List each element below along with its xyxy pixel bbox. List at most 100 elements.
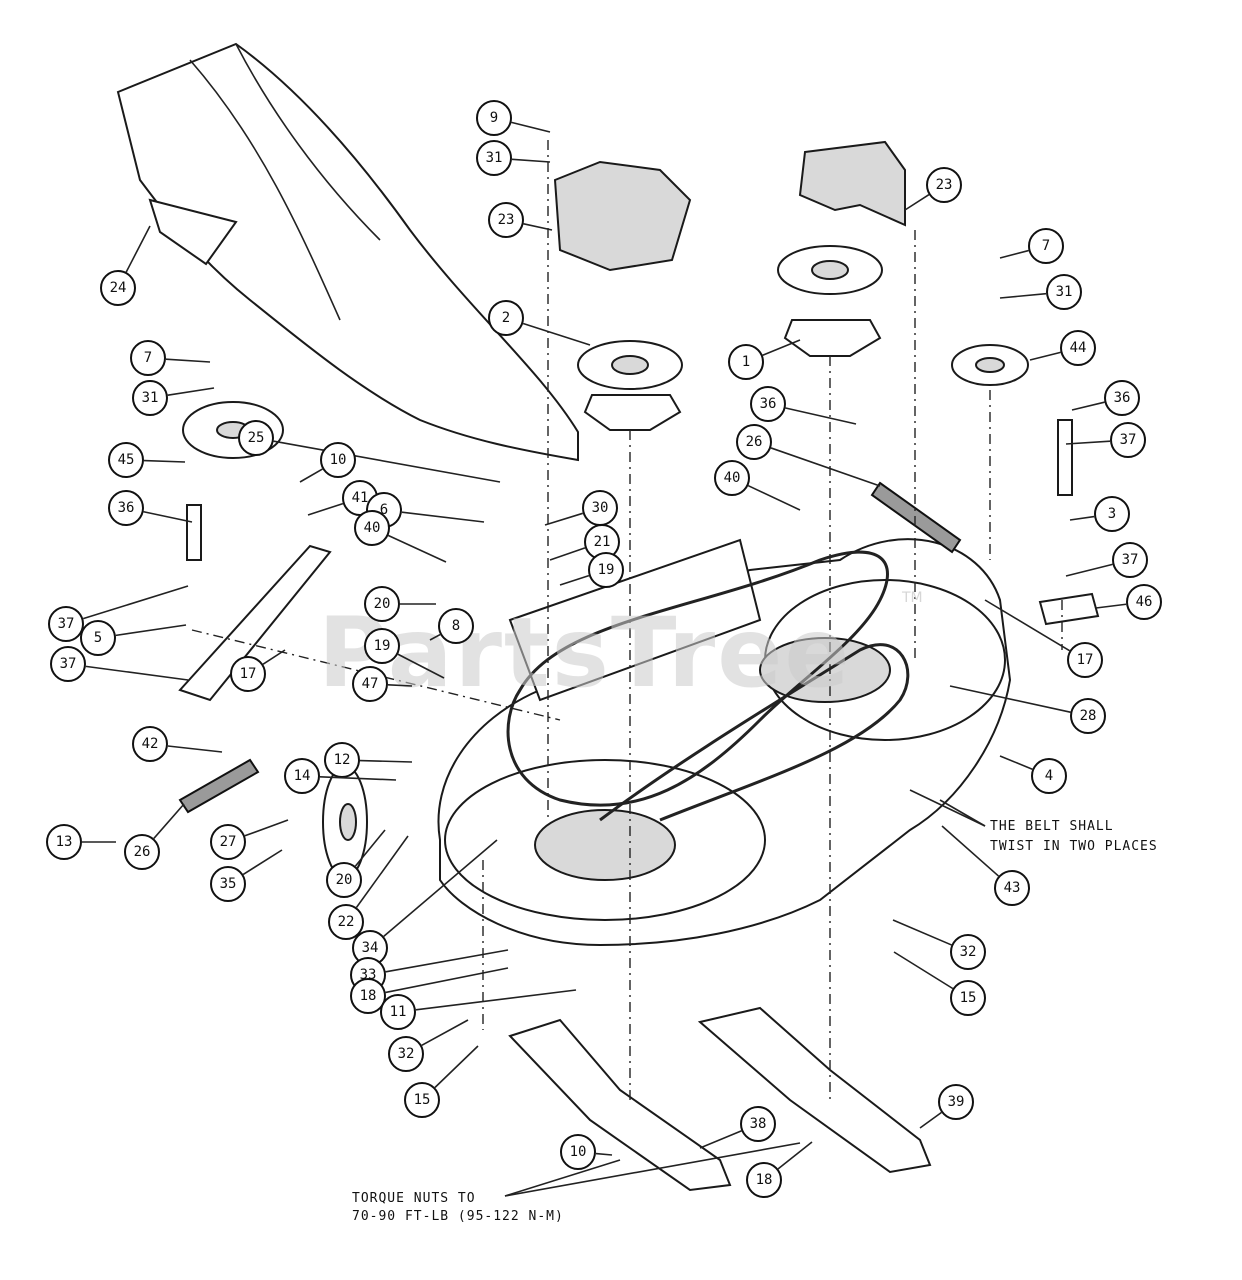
callout-leader	[904, 194, 930, 211]
callouts: 9312323247312144731452510362636364164030…	[46, 100, 1162, 1198]
callout-37: 37	[1065, 542, 1148, 578]
callout-number: 17	[240, 666, 257, 682]
callout-number: 36	[760, 396, 777, 412]
callout-leader	[984, 599, 1070, 652]
callout-leader	[1029, 351, 1061, 361]
callout-number: 46	[1136, 594, 1153, 610]
callout-leader	[125, 225, 151, 273]
callout-leader	[354, 829, 386, 867]
callout-leader	[167, 387, 215, 397]
callout-44: 44	[1029, 330, 1096, 366]
callout-leader	[359, 759, 413, 763]
callout-31: 31	[132, 380, 215, 416]
note-belt-line1: THE BELT SHALL	[990, 819, 1114, 834]
callout-circle	[46, 824, 82, 860]
callout-leader	[999, 292, 1047, 299]
drive-belt	[506, 550, 910, 822]
callout-circle	[404, 1082, 440, 1118]
callout-number: 24	[110, 280, 127, 296]
callout-leader	[770, 447, 881, 487]
callout-number: 34	[362, 940, 379, 956]
callout-leader	[143, 510, 193, 523]
callout-37: 37	[48, 585, 189, 642]
callout-leader	[999, 755, 1033, 770]
callout-circle	[476, 140, 512, 176]
idler-bracket	[178, 419, 1073, 702]
callout-leader	[319, 775, 397, 781]
callout-4: 4	[999, 755, 1067, 794]
callout-leader	[262, 649, 286, 665]
callout-36: 36	[750, 386, 857, 425]
callout-number: 37	[60, 656, 77, 672]
callout-circle	[108, 490, 144, 526]
callout-number: 32	[960, 944, 977, 960]
callout-circle	[1110, 422, 1146, 458]
callout-leader	[307, 502, 344, 516]
watermark: PartsTree TM	[318, 590, 923, 709]
callout-leader	[421, 1019, 469, 1047]
callout-20: 20	[326, 829, 386, 898]
callout-leader	[165, 358, 211, 363]
callout-leader	[273, 440, 501, 483]
callout-number: 8	[452, 618, 460, 634]
callout-18: 18	[746, 1141, 813, 1198]
callout-circle	[1067, 642, 1103, 678]
callout-leader	[1071, 401, 1105, 411]
callout-circle	[1028, 228, 1064, 264]
callout-leader	[892, 919, 952, 946]
callout-circle	[238, 420, 274, 456]
callout-39: 39	[919, 1084, 974, 1129]
callout-number: 28	[1080, 708, 1097, 724]
spring-26-lower	[178, 758, 260, 814]
spindle-assembly-1	[777, 245, 883, 357]
callout-circle	[950, 980, 986, 1016]
callout-leader	[511, 158, 551, 163]
callout-leader	[1069, 515, 1095, 521]
callout-number: 2	[502, 310, 510, 326]
callout-number: 20	[374, 596, 391, 612]
callout-7: 7	[999, 228, 1064, 264]
callout-circle	[380, 994, 416, 1030]
callout-circle	[108, 442, 144, 478]
callout-circle	[1104, 380, 1140, 416]
callout-number: 39	[948, 1094, 965, 1110]
callout-leader	[242, 849, 283, 876]
callout-42: 42	[132, 726, 223, 762]
callout-number: 23	[498, 212, 515, 228]
callout-3: 3	[1069, 496, 1130, 532]
callout-leader	[143, 459, 186, 463]
callout-circle	[100, 270, 136, 306]
callout-number: 4	[1045, 768, 1053, 784]
callout-leader	[85, 665, 189, 681]
callout-47: 47	[352, 666, 413, 702]
callout-15: 15	[893, 951, 986, 1016]
callout-21: 21	[549, 524, 620, 561]
callout-number: 31	[142, 390, 159, 406]
callout-leader	[385, 949, 509, 973]
callout-number: 26	[746, 434, 763, 450]
callout-17: 17	[984, 599, 1103, 678]
note-torque-line1: TORQUE NUTS TO	[352, 1191, 476, 1206]
belt-cover-right	[798, 140, 906, 227]
callout-number: 38	[750, 1116, 767, 1132]
callout-leader	[1065, 440, 1111, 445]
callout-leader	[747, 484, 801, 511]
discharge-chute	[116, 42, 579, 462]
callout-leader	[699, 1130, 742, 1149]
callout-2: 2	[488, 300, 591, 346]
callout-number: 31	[1056, 284, 1073, 300]
callout-number: 37	[58, 616, 75, 632]
callout-23: 23	[488, 202, 553, 238]
callout-number: 10	[570, 1144, 587, 1160]
callout-circle	[938, 1084, 974, 1120]
callout-leader	[559, 574, 590, 586]
callout-circle	[740, 1106, 776, 1142]
callout-leader	[299, 468, 323, 483]
callout-number: 15	[414, 1092, 431, 1108]
callout-number: 31	[486, 150, 503, 166]
note-torque: TORQUE NUTS TO 70-90 FT-LB (95-122 N-M)	[352, 1142, 801, 1224]
callout-leader	[167, 745, 223, 753]
callout-12: 12	[324, 742, 413, 778]
callout-leader	[893, 951, 954, 990]
